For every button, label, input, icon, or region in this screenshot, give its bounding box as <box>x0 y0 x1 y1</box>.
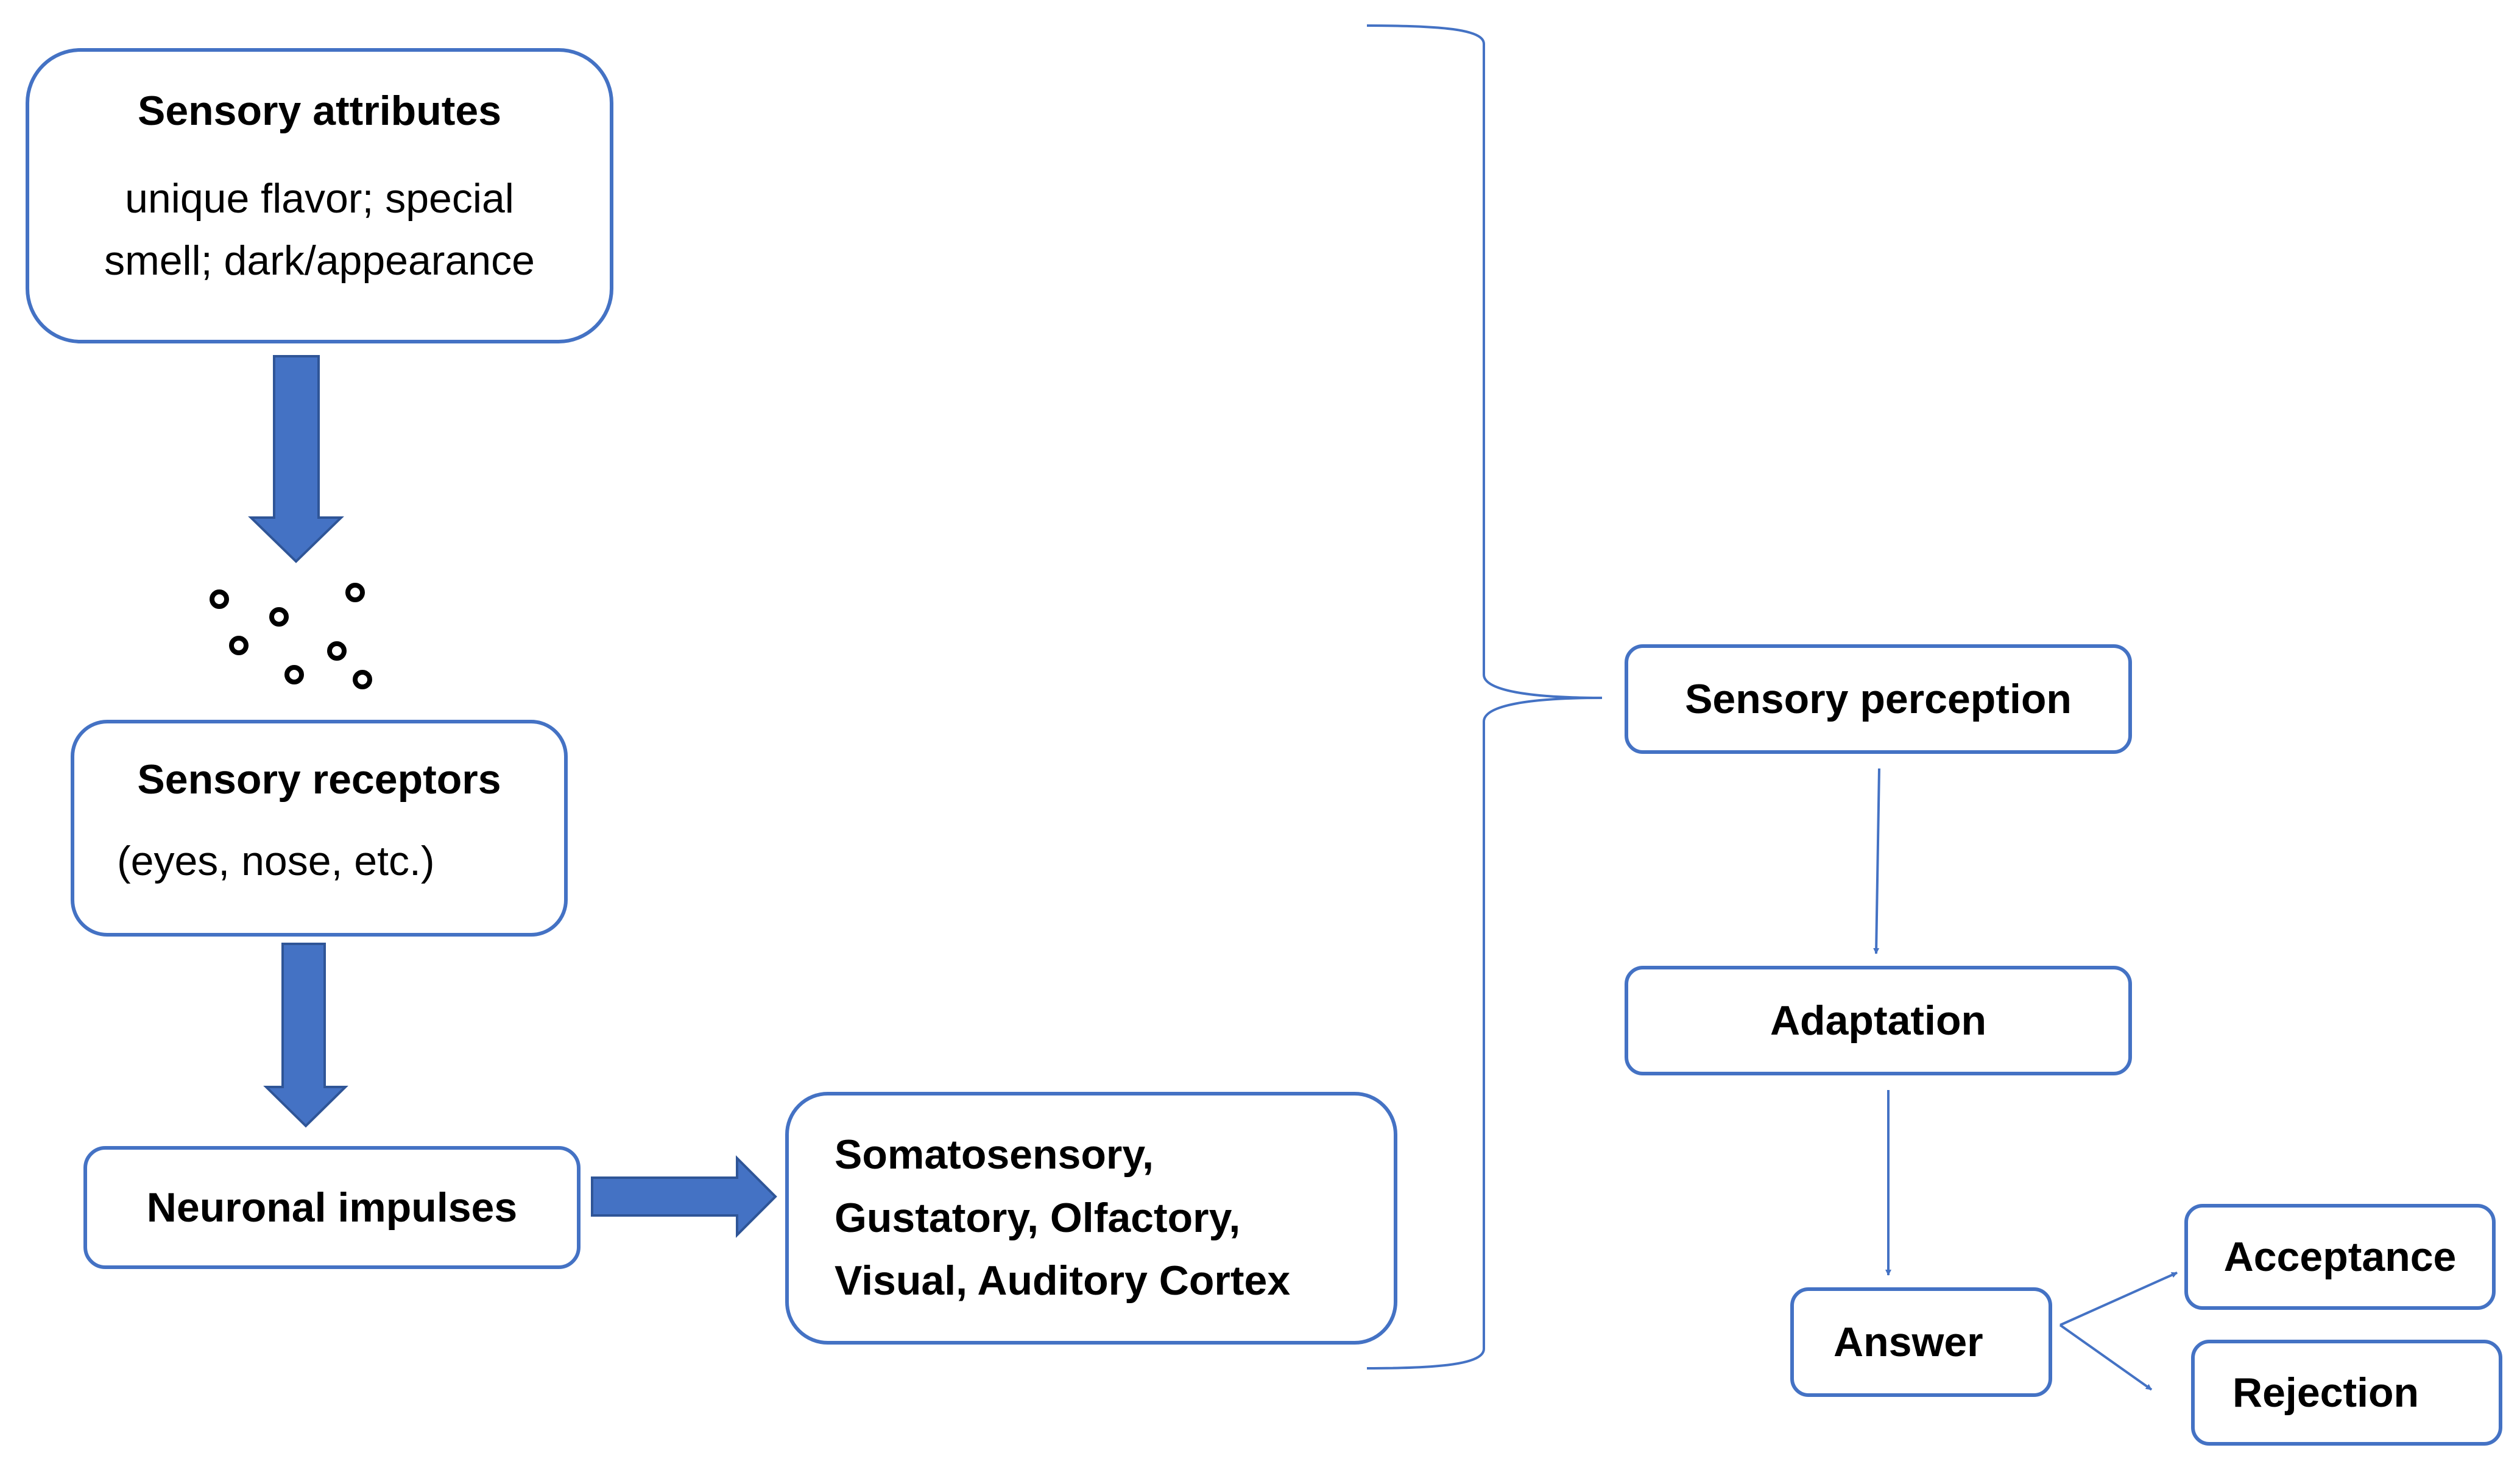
sensory-attributes-desc-line2: smell; dark/appearance <box>104 237 535 284</box>
arrow-answer-to-rejection <box>2059 1324 2153 1391</box>
sensory-receptors-title: Sensory receptors <box>137 756 501 803</box>
neuronal-impulses-box: Neuronal impulses <box>83 1146 581 1269</box>
arrow-perception-to-adaptation <box>1873 768 1880 954</box>
sensory-receptors-box: Sensory receptors (eyes, nose, etc.) <box>71 720 568 937</box>
answer-box: Answer <box>1790 1287 2052 1397</box>
acceptance-box: Acceptance <box>2184 1204 2496 1310</box>
cortex-line3: Visual, Auditory Cortex <box>835 1257 1291 1304</box>
adaptation-title: Adaptation <box>1770 997 1987 1044</box>
sensory-attributes-desc: unique flavor; special smell; dark/appea… <box>104 167 535 292</box>
odor-particles-icon <box>210 583 372 689</box>
sensory-perception-box: Sensory perception <box>1625 644 2132 754</box>
cortex-line2: Gustatory, Olfactory, <box>835 1194 1241 1241</box>
block-arrow-down-1 <box>248 355 344 563</box>
answer-title: Answer <box>1834 1318 1983 1365</box>
sensory-attributes-box: Sensory attributes unique flavor; specia… <box>26 48 613 343</box>
acceptance-title: Acceptance <box>2223 1233 2457 1280</box>
sensory-perception-title: Sensory perception <box>1685 675 2072 722</box>
cortex-line1: Somatosensory, <box>835 1131 1154 1178</box>
arrow-answer-to-acceptance <box>2059 1271 2178 1326</box>
block-arrow-down-2 <box>263 943 348 1128</box>
adaptation-box: Adaptation <box>1625 966 2132 1075</box>
rejection-title: Rejection <box>2232 1369 2419 1416</box>
block-arrow-right <box>591 1155 777 1238</box>
sensory-receptors-desc: (eyes, nose, etc.) <box>117 838 435 884</box>
rejection-box: Rejection <box>2191 1340 2502 1446</box>
sensory-attributes-desc-line1: unique flavor; special <box>125 175 514 222</box>
sensory-attributes-title: Sensory attributes <box>137 88 502 134</box>
neuronal-impulses-title: Neuronal impulses <box>146 1184 518 1231</box>
cortex-box: Somatosensory, Gustatory, Olfactory, Vis… <box>785 1092 1397 1345</box>
grouping-brace <box>1366 24 1603 1370</box>
